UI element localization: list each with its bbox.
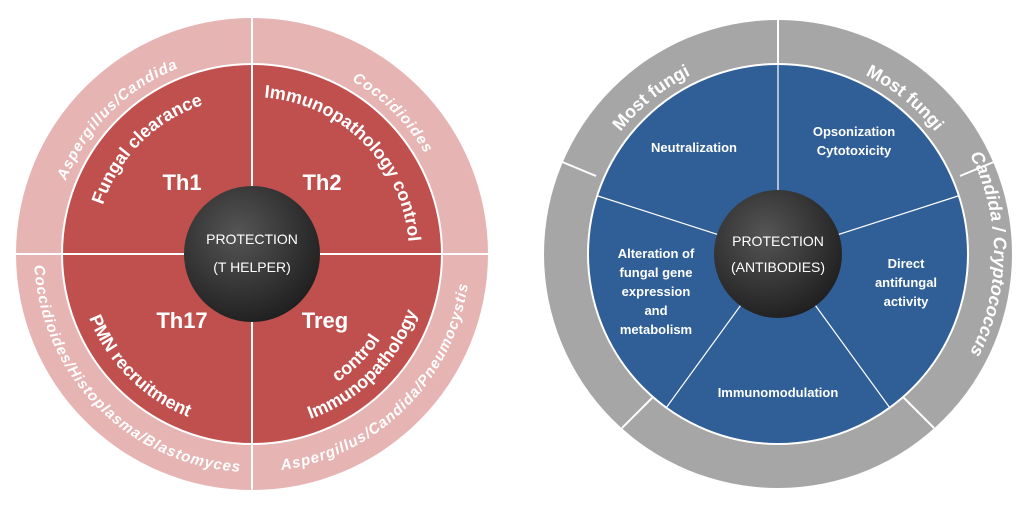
right-function-neutralization: Neutralization bbox=[651, 140, 737, 155]
right-function-opsonization-line2: Cytotoxicity bbox=[817, 143, 892, 158]
right-function-direct-line3: activity bbox=[884, 294, 930, 309]
left-center-line2: (T HELPER) bbox=[213, 259, 291, 275]
left-center-ball bbox=[184, 186, 320, 322]
right-center-line2: (ANTIBODIES) bbox=[731, 259, 825, 275]
right-wheel: Most fungi Most fungi Candida / Cryptoco… bbox=[513, 20, 1012, 507]
right-center-line1: PROTECTION bbox=[732, 233, 824, 249]
left-cell-th1: Th1 bbox=[162, 170, 201, 195]
right-function-alteration-line1: Alteration of bbox=[618, 246, 695, 261]
right-outer-divider-bottom-left bbox=[621, 396, 654, 429]
right-function-alteration-line5: metabolism bbox=[620, 322, 692, 337]
right-outer-divider-left bbox=[554, 158, 597, 177]
right-ring-border bbox=[587, 63, 969, 445]
left-center-line1: PROTECTION bbox=[206, 231, 298, 247]
right-center-ball bbox=[714, 190, 842, 318]
right-outer-divider-bottom-right bbox=[902, 396, 935, 429]
right-outer-divider-right bbox=[959, 158, 1002, 177]
right-function-direct-line1: Direct bbox=[888, 256, 926, 271]
left-cell-th2: Th2 bbox=[302, 170, 341, 195]
right-function-alteration-line4: and bbox=[644, 303, 667, 318]
right-function-direct-line2: antifungal bbox=[875, 275, 937, 290]
right-pathogen-cryptococcus-left: Cryptococcus bbox=[513, 191, 541, 318]
right-function-alteration-line2: fungal gene bbox=[620, 265, 693, 280]
right-function-immunomodulation: Immunomodulation bbox=[718, 385, 839, 400]
left-ring-border bbox=[61, 63, 443, 445]
left-cell-th17: Th17 bbox=[156, 308, 207, 333]
left-cell-treg: Treg bbox=[302, 308, 348, 333]
right-function-opsonization-line1: Opsonization bbox=[813, 124, 895, 139]
left-wheel: Aspergillus/Candida Coccidioides Coccidi… bbox=[16, 18, 488, 490]
right-function-alteration-line3: expression bbox=[622, 284, 691, 299]
